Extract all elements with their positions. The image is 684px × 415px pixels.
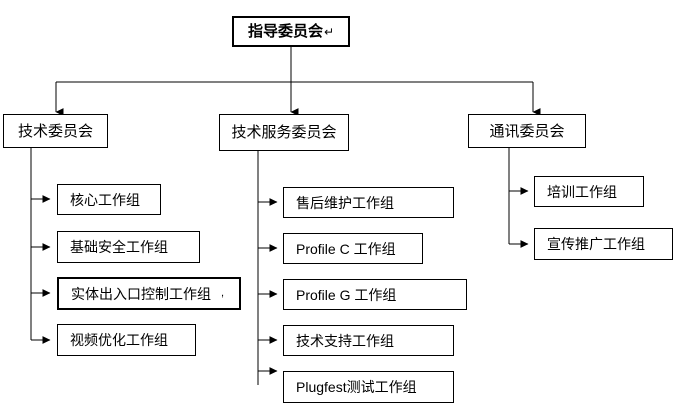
node-profile-g-wg[interactable]: Profile G 工作组 [283, 279, 467, 310]
node-label-basic-security-wg: 基础安全工作组 [70, 239, 168, 255]
node-label-promotion-wg: 宣传推广工作组 [547, 236, 645, 252]
node-technical-service-committee[interactable]: 技术服务委员会 [219, 114, 349, 151]
node-promotion-wg[interactable]: 宣传推广工作组 [534, 228, 673, 260]
node-label-video-optimization-wg: 视频优化工作组 [70, 332, 168, 348]
node-training-wg[interactable]: 培训工作组 [534, 176, 644, 207]
node-label-technical-support-wg: 技术支持工作组 [296, 332, 394, 349]
node-label-profile-c-wg: Profile C 工作组 [296, 240, 396, 257]
node-label-core-wg: 核心工作组 [70, 191, 140, 208]
node-label-technical-committee: 技术委员会 [17, 122, 93, 140]
node-label-physical-access-control-wg: 实体出入口控制工作组 [71, 285, 211, 302]
node-technical-support-wg[interactable]: 技术支持工作组 [283, 325, 454, 356]
node-basic-security-wg[interactable]: 基础安全工作组 [57, 231, 200, 263]
node-steering-committee[interactable]: 指导委员会↵ [232, 16, 350, 47]
node-technical-committee[interactable]: 技术委员会 [3, 114, 108, 148]
node-label-training-wg: 培训工作组 [547, 183, 617, 200]
trailing-mark-physical-access-control-wg: , [221, 287, 225, 299]
node-label-communications-committee: 通讯委员会 [489, 122, 565, 140]
node-plugfest-test-wg[interactable]: Plugfest测试工作组 [283, 371, 454, 403]
node-label-steering-committee: 指导委员会 [247, 23, 323, 40]
node-label-after-sales-maintenance-wg: 售后维护工作组 [296, 194, 394, 211]
pilcrow-mark: ↵ [323, 24, 335, 39]
node-label-profile-g-wg: Profile G 工作组 [296, 286, 397, 303]
node-communications-committee[interactable]: 通讯委员会 [468, 114, 586, 148]
node-physical-access-control-wg[interactable]: 实体出入口控制工作组, [57, 277, 241, 310]
node-video-optimization-wg[interactable]: 视频优化工作组 [57, 324, 196, 356]
node-label-technical-service-committee: 技术服务委员会 [231, 124, 337, 141]
node-profile-c-wg[interactable]: Profile C 工作组 [283, 233, 423, 264]
node-core-wg[interactable]: 核心工作组 [57, 184, 161, 215]
node-label-plugfest-test-wg: Plugfest测试工作组 [296, 379, 417, 395]
node-after-sales-maintenance-wg[interactable]: 售后维护工作组 [283, 187, 454, 218]
